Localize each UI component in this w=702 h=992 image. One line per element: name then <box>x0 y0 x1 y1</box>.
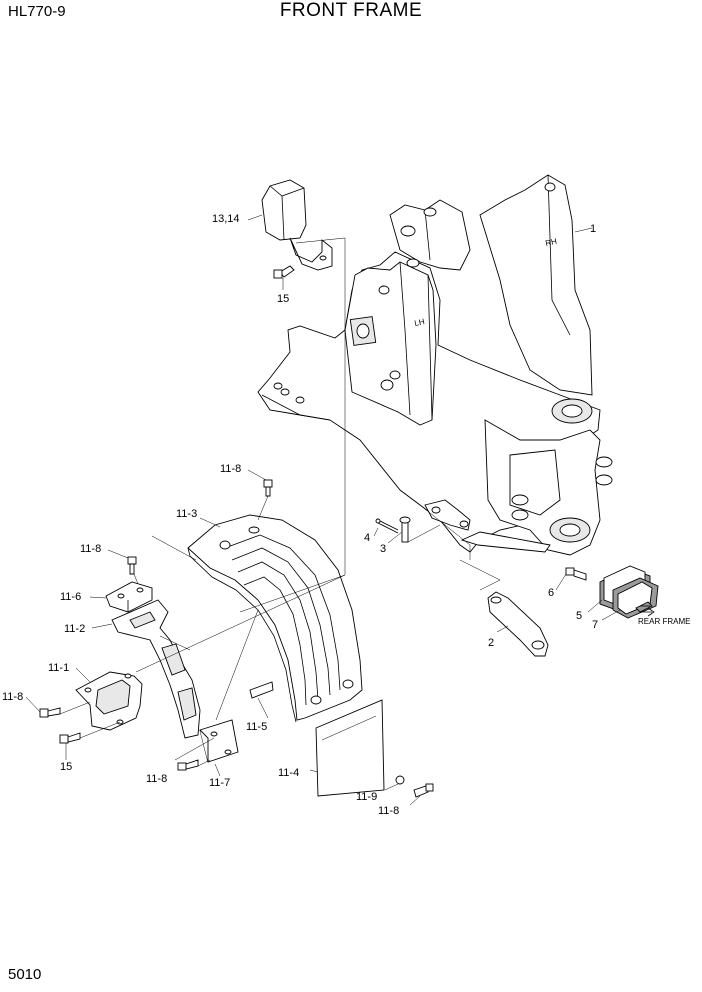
rubber-plate-part <box>249 681 274 699</box>
callout-11-4: 11-4 <box>278 767 299 779</box>
callout-labels: 1 2 3 4 5 6 7 13,14 15 15 11-8 11-3 11-8… <box>2 213 690 817</box>
bolts-group <box>39 479 273 771</box>
callout-11-8-left: 11-8 <box>2 691 23 703</box>
callout-11-1: 11-1 <box>48 662 69 674</box>
callout-11-8-top: 11-8 <box>220 463 241 475</box>
callout-2: 2 <box>488 637 494 649</box>
callout-11-8-mid: 11-8 <box>80 543 101 555</box>
rear-frame-arrow-icon <box>640 605 655 617</box>
page-number: 5010 <box>8 966 42 983</box>
callout-6: 6 <box>548 587 554 599</box>
leader-lines <box>25 214 621 806</box>
callout-3: 3 <box>380 543 386 555</box>
fender-part <box>187 514 363 723</box>
small-bracket-part <box>105 581 153 613</box>
stopper-pad-part <box>565 565 659 619</box>
callout-11-2: 11-2 <box>64 623 85 635</box>
page-title: FRONT FRAME <box>279 0 423 21</box>
rh-mark: RH <box>545 237 558 248</box>
callout-7: 7 <box>592 619 598 631</box>
mud-flap-part <box>315 699 434 798</box>
callout-11-3: 11-3 <box>176 508 197 520</box>
rear-frame-label: REAR FRAME <box>638 617 690 626</box>
callout-11-7: 11-7 <box>209 777 230 789</box>
work-lamp-part <box>261 179 333 279</box>
mount-bracket-part <box>75 671 143 731</box>
callout-5: 5 <box>576 610 582 622</box>
callout-15-top: 15 <box>277 293 289 305</box>
lh-mark: LH <box>414 317 426 328</box>
callout-11-5: 11-5 <box>246 721 267 733</box>
callout-13-14: 13,14 <box>212 213 240 225</box>
callout-4: 4 <box>364 532 370 544</box>
model-number: HL770-9 <box>8 3 66 20</box>
callout-11-8-bottom: 11-8 <box>146 773 167 785</box>
callout-11-6: 11-6 <box>60 591 81 603</box>
callout-11-8-right: 11-8 <box>378 805 399 817</box>
front-frame-part: LH RH <box>257 174 613 556</box>
fender-bracket-part <box>111 599 201 739</box>
pin-part <box>375 516 411 543</box>
callout-11-9: 11-9 <box>356 791 377 803</box>
callout-15-bottom: 15 <box>60 761 72 773</box>
lower-bracket-part <box>199 719 239 763</box>
callout-1: 1 <box>590 223 596 235</box>
link-bar-part <box>487 591 549 657</box>
